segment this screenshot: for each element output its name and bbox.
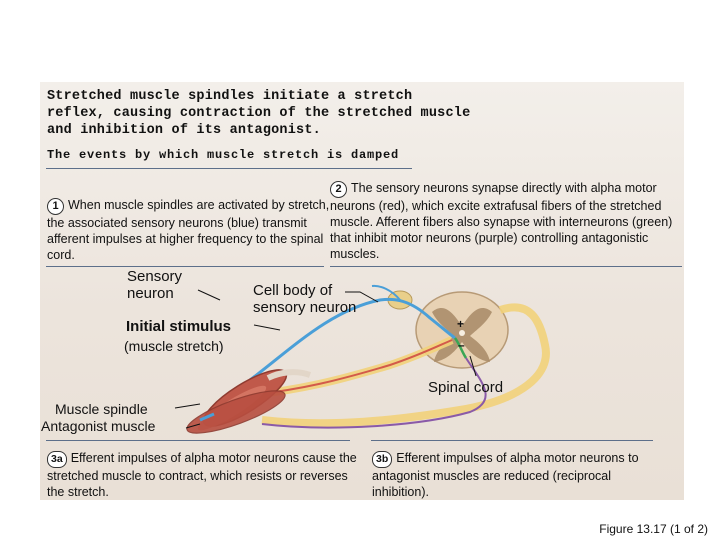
initial-stimulus-label: Initial stimulus bbox=[126, 318, 231, 335]
muscle-stretch-label: (muscle stretch) bbox=[124, 338, 224, 355]
antagonist-muscle-label: Antagonist muscle bbox=[41, 418, 155, 435]
plus-sign: + bbox=[457, 317, 464, 331]
step-3a-text: Efferent impulses of alpha motor neurons… bbox=[47, 451, 357, 499]
stimulus-leader bbox=[254, 325, 280, 330]
minus-sign: – bbox=[458, 338, 465, 352]
step-3b-divider bbox=[371, 440, 653, 441]
cell-body-label: Cell body of sensory neuron bbox=[253, 282, 377, 316]
figure-caption: Figure 13.17 (1 of 2) bbox=[599, 522, 708, 536]
step-3b-text: Efferent impulses of alpha motor neurons… bbox=[372, 451, 639, 499]
step-3a-number: 3a bbox=[47, 451, 67, 468]
spindle-leader bbox=[175, 404, 200, 408]
spinal-cord-label: Spinal cord bbox=[428, 379, 503, 396]
step-3a-divider bbox=[46, 440, 350, 441]
step-3b-number: 3b bbox=[372, 451, 392, 468]
sensory-neuron-label: Sensory neuron bbox=[127, 268, 207, 302]
muscle-graphic bbox=[183, 361, 310, 441]
muscle-spindle-label: Muscle spindle bbox=[55, 401, 148, 418]
